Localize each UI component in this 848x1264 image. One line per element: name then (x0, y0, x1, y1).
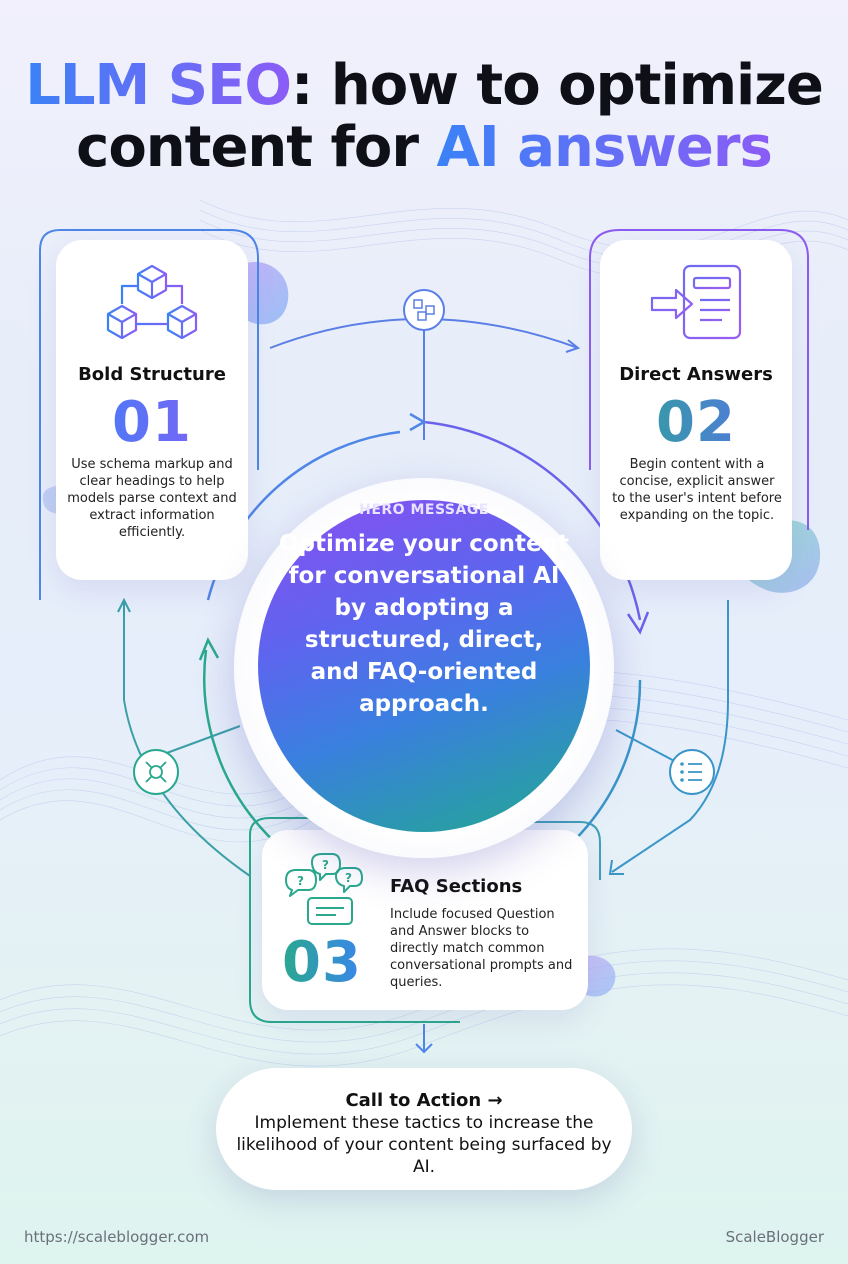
cta-text: Implement these tactics to increase the … (236, 1113, 612, 1177)
footer-url[interactable]: https://scaleblogger.com (24, 1228, 210, 1246)
step-number: 03 (282, 930, 372, 995)
footer-brand: ScaleBlogger (725, 1228, 824, 1246)
page-title: LLM SEO: how to optimize (0, 52, 848, 120)
step-title: Bold Structure (78, 364, 226, 385)
target-connector-icon (133, 749, 179, 795)
title-plain-2: content for (76, 115, 437, 180)
step-number: 01 (56, 390, 248, 455)
svg-text:?: ? (297, 874, 304, 888)
title-highlight-2: AI answers (436, 115, 773, 180)
step-description: Begin content with a concise, explicit a… (612, 457, 782, 523)
hero-message: Optimize your content for conversational… (278, 531, 570, 717)
step-title: FAQ Sections (390, 876, 523, 897)
cubes-structure-icon (106, 264, 198, 340)
numbered-list-connector-icon (669, 749, 715, 795)
hero-label: HERO MESSAGE (359, 502, 489, 518)
page-title-line2: content for AI answers (0, 114, 848, 182)
title-rest-1: : how to optimize (290, 53, 824, 118)
call-to-action[interactable] (216, 1068, 632, 1190)
question-bubbles-icon: ??? (285, 853, 363, 925)
step-card-direct-answers (600, 240, 792, 580)
cta-title: Call to Action → (345, 1090, 503, 1111)
svg-text:?: ? (345, 871, 352, 885)
structure-connector-icon (403, 289, 445, 331)
title-highlight-1: LLM SEO (25, 53, 292, 118)
hero-circle-inner (258, 500, 590, 832)
step-number: 02 (600, 390, 792, 455)
document-arrow-icon (650, 264, 742, 340)
step-description: Include focused Question and Answer bloc… (390, 907, 573, 990)
step-card-faq-sections (262, 830, 588, 1010)
step-description: Use schema markup and clear headings to … (67, 457, 237, 540)
step-title: Direct Answers (619, 364, 773, 385)
svg-text:?: ? (322, 858, 329, 872)
